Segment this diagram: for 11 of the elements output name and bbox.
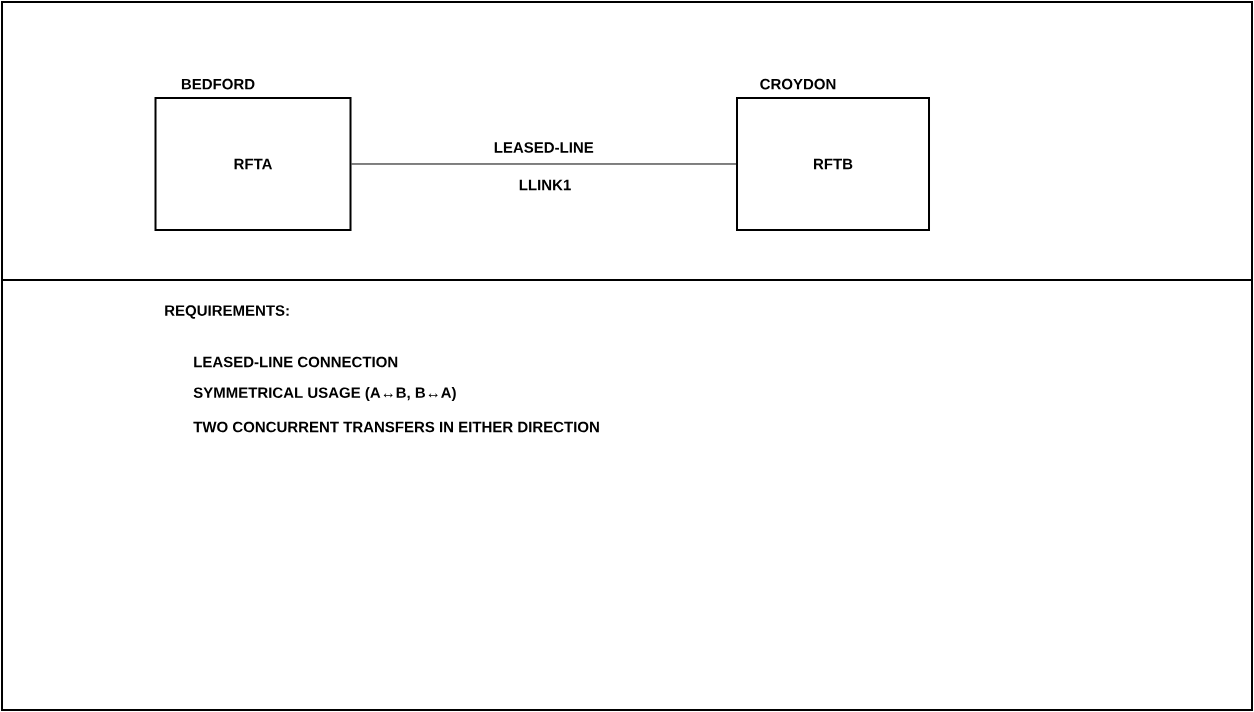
requirement-text: LEASED-LINE CONNECTION (194, 356, 398, 368)
heading: REQUIREMENTS: (165, 305, 289, 319)
station-name: CROYDON (760, 78, 836, 90)
link-name: LLINK1 (519, 179, 571, 191)
requirement-text: TWO CONCURRENT TRANSFERS IN EITHER DIRECTION (193, 421, 599, 433)
station-box: RFTB (736, 97, 930, 231)
line (351, 163, 737, 165)
edge-label: LEASED-LINE (492, 141, 595, 154)
requirement-text: SYMMETRICAL USAGE (A↔B, B↔A) (193, 387, 456, 401)
station-name: BEDFORD (181, 78, 255, 90)
station-box: RFTA (154, 97, 352, 231)
